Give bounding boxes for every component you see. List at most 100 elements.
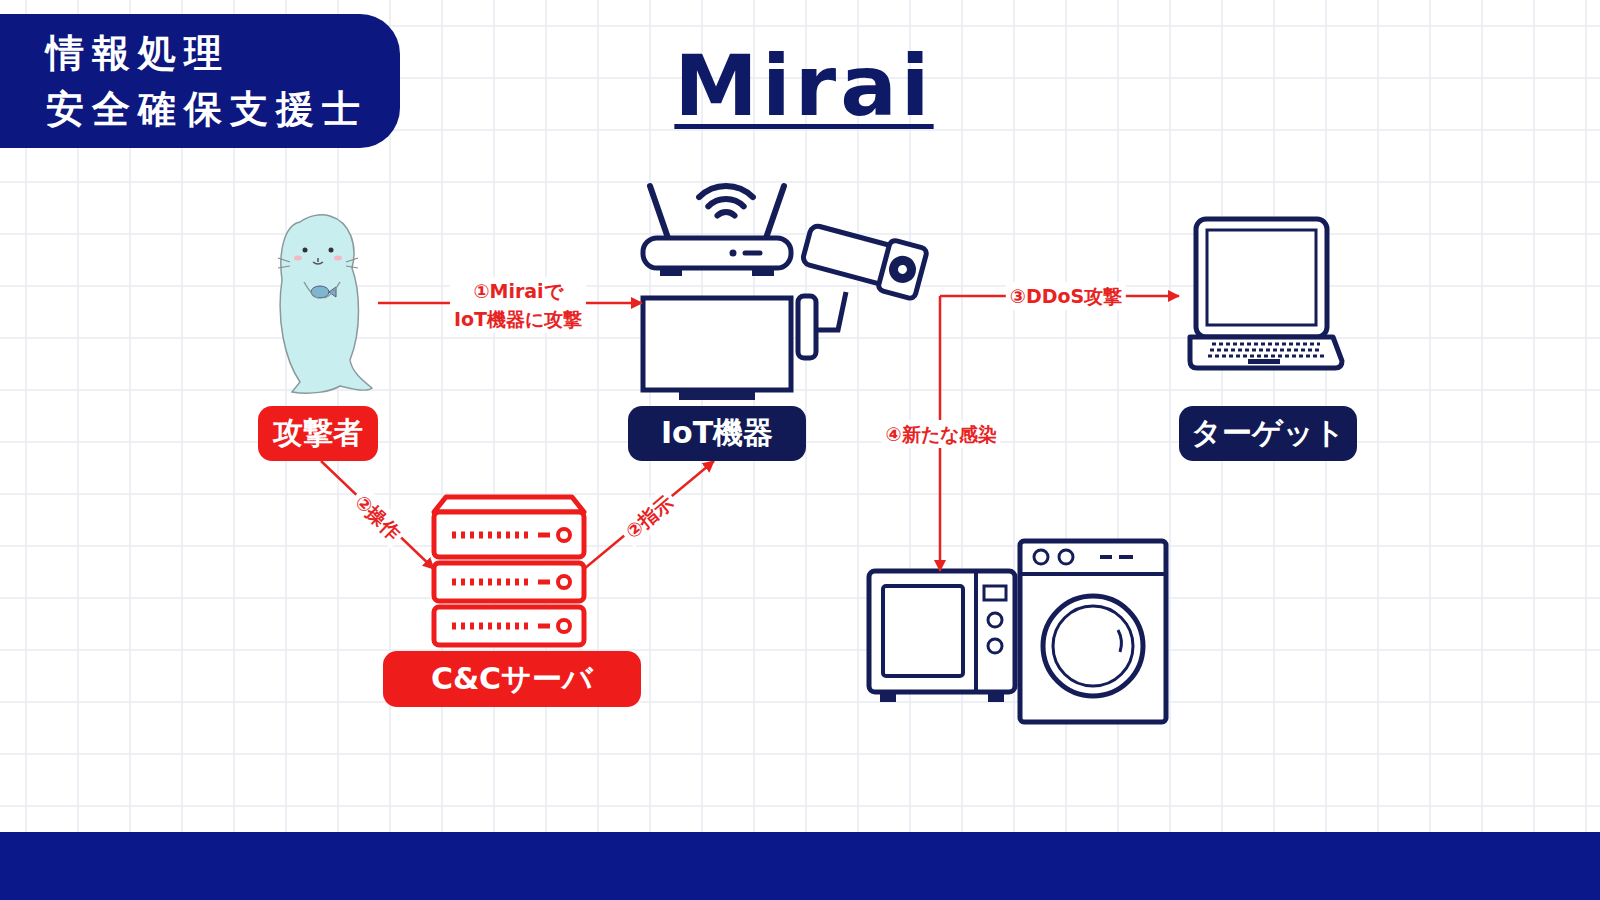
seal-illustration-part bbox=[303, 248, 308, 253]
background-grid-part bbox=[1169, 0, 1171, 832]
edge-label: ②操作 bbox=[346, 485, 410, 548]
router-icon-part bbox=[708, 199, 743, 206]
router-icon-part bbox=[699, 186, 753, 197]
microwave-icon-part bbox=[869, 571, 1015, 692]
background-grid-part bbox=[441, 0, 443, 832]
background-grid-part bbox=[0, 597, 1600, 599]
seal-illustration-part bbox=[313, 262, 323, 264]
laptop-icon-part bbox=[1190, 337, 1342, 368]
server-icon-part bbox=[452, 579, 532, 586]
server-icon-part bbox=[434, 563, 584, 601]
washer-icon-part bbox=[1020, 541, 1166, 722]
laptop-icon-part bbox=[1212, 343, 1320, 346]
seal-illustration-part bbox=[329, 248, 334, 253]
washer-icon-part bbox=[1020, 572, 1166, 576]
seal-illustration-part bbox=[334, 256, 342, 261]
background-grid-part bbox=[0, 285, 1600, 287]
router-icon-part bbox=[643, 238, 791, 268]
washer-icon-part bbox=[1059, 550, 1073, 564]
server-icon-part bbox=[558, 576, 570, 588]
router-icon-part bbox=[752, 268, 774, 276]
server-icon-part bbox=[434, 607, 584, 645]
microwave-icon-part bbox=[974, 571, 978, 692]
camera-icon-part-part bbox=[897, 264, 908, 275]
target-node: ターゲット bbox=[1179, 219, 1357, 461]
server-icon-part bbox=[538, 533, 550, 538]
camera-icon-part bbox=[798, 296, 816, 358]
washer-icon-part bbox=[1100, 555, 1112, 559]
washer-icon-part bbox=[1043, 596, 1143, 696]
background-grid-part bbox=[493, 0, 495, 832]
camera-icon-part bbox=[800, 219, 927, 300]
background-grid-part bbox=[0, 649, 1600, 651]
text-line: ①Miraiで bbox=[454, 277, 582, 305]
server-icon-part bbox=[538, 624, 550, 629]
laptop-icon-part bbox=[1196, 219, 1327, 337]
seal-illustration-part bbox=[304, 282, 340, 298]
background-grid-part bbox=[0, 753, 1600, 755]
router-icon bbox=[643, 186, 791, 276]
laptop-icon bbox=[1190, 219, 1342, 368]
camera-icon-part-part bbox=[877, 239, 927, 299]
background-grid-part bbox=[0, 233, 1600, 235]
microwave-icon-part bbox=[984, 586, 1006, 600]
server-icon-part bbox=[452, 623, 532, 630]
camera-icon bbox=[798, 219, 928, 358]
laptop-icon-part bbox=[1208, 355, 1324, 358]
node-label: ターゲット bbox=[1179, 406, 1357, 461]
seal-illustration bbox=[278, 215, 372, 393]
background-grid-part bbox=[1533, 0, 1535, 832]
background-grid-part bbox=[0, 805, 1600, 807]
background-grid-part bbox=[0, 181, 1600, 183]
microwave-icon-part bbox=[988, 692, 1004, 702]
edge-label: ①Miraiで IoT機器に攻撃 bbox=[450, 277, 586, 333]
attacker-node: 攻撃者 bbox=[258, 214, 378, 461]
text-line: IoT機器に攻撃 bbox=[454, 305, 582, 333]
monitor-icon bbox=[643, 298, 791, 400]
node-label: 攻撃者 bbox=[258, 406, 378, 461]
router-icon-part bbox=[766, 186, 784, 238]
background-grid-part bbox=[1481, 0, 1483, 832]
microwave-icon-part bbox=[988, 613, 1002, 627]
background-grid-part bbox=[597, 0, 599, 832]
arrow-connector bbox=[321, 461, 434, 569]
server-icon-part bbox=[558, 529, 570, 541]
microwave-icon-part bbox=[883, 586, 963, 676]
background-grid-part bbox=[1377, 0, 1379, 832]
background-grid-part bbox=[0, 701, 1600, 703]
washer-icon-part bbox=[1034, 550, 1048, 564]
camera-icon-part-part bbox=[889, 256, 916, 283]
seal-illustration-part bbox=[294, 256, 302, 261]
washer-icon-part bbox=[1119, 555, 1133, 559]
background-grid-part bbox=[1585, 0, 1587, 832]
laptop-icon-part bbox=[1210, 349, 1322, 352]
seal-illustration-part bbox=[280, 215, 372, 393]
washer-icon-part bbox=[1118, 630, 1121, 652]
node-label: IoT機器 bbox=[628, 406, 806, 461]
washer-icon bbox=[1020, 541, 1166, 722]
server-icon-part bbox=[452, 532, 532, 539]
background-grid-part bbox=[1429, 0, 1431, 832]
background-grid-part bbox=[961, 0, 963, 832]
background-grid-part bbox=[545, 0, 547, 832]
background-grid-part bbox=[0, 545, 1600, 547]
microwave-icon-part bbox=[880, 692, 896, 702]
step-label: ④新たな感染 bbox=[881, 420, 1000, 448]
washer-icon-part bbox=[1053, 606, 1133, 686]
edge-label: ②指示 bbox=[616, 486, 682, 547]
background-grid-part bbox=[1013, 0, 1015, 832]
seal-illustration-part bbox=[278, 258, 358, 268]
camera-icon-part bbox=[816, 292, 846, 330]
server-node: C&Cサーバ bbox=[434, 497, 584, 645]
monitor-icon-part bbox=[643, 298, 791, 390]
laptop-icon-part bbox=[1248, 359, 1280, 364]
router-icon-part bbox=[660, 268, 682, 276]
microwave-icon-part bbox=[988, 639, 1002, 653]
arrow-connector bbox=[584, 461, 714, 569]
monitor-icon-part bbox=[679, 390, 755, 400]
node-label: C&Cサーバ bbox=[383, 651, 641, 707]
microwave-icon bbox=[869, 571, 1015, 702]
server-icon bbox=[434, 497, 584, 645]
badge-text: 情報処理 安全確保支援士 bbox=[0, 14, 400, 137]
